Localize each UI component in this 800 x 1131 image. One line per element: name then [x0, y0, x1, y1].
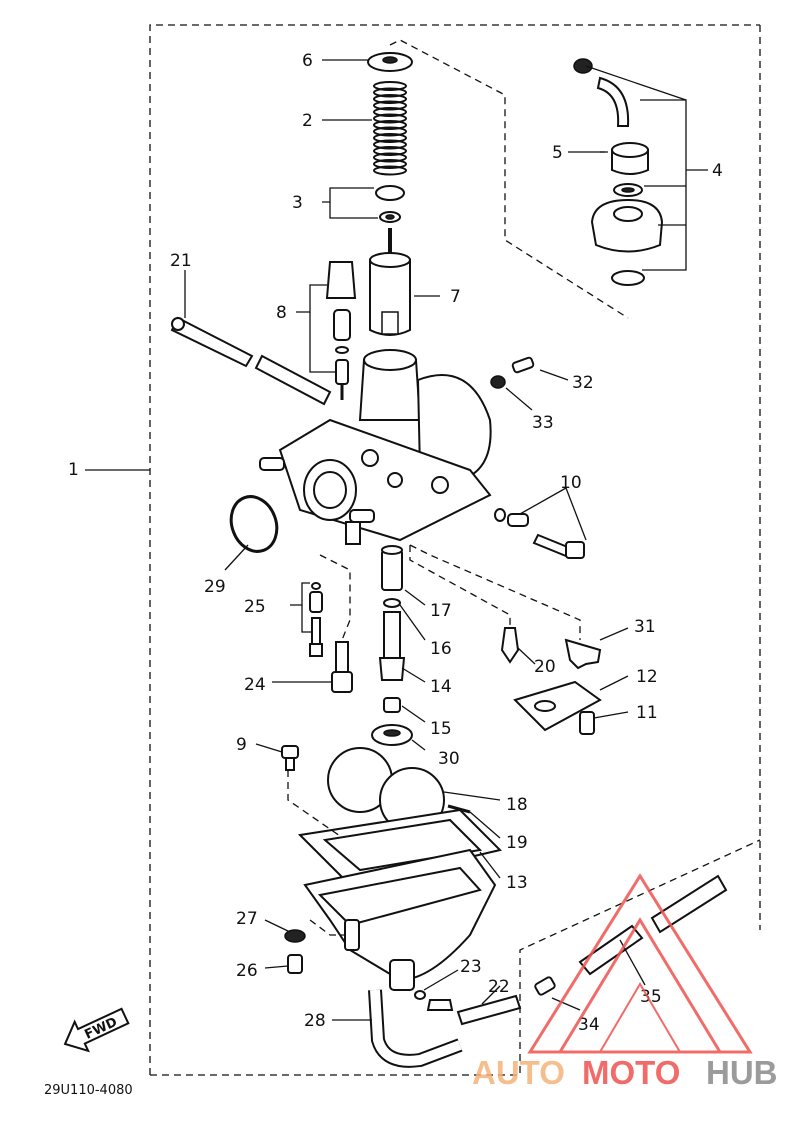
- callout-20: 20: [534, 657, 556, 677]
- part-35-hose: [578, 874, 728, 976]
- callout-8: 8: [276, 303, 287, 323]
- part-6-washer: [367, 52, 413, 72]
- leader-lines: [85, 59, 708, 1021]
- callout-33: 33: [532, 413, 554, 433]
- part-13-gasket: [297, 808, 502, 887]
- callout-13: 13: [506, 873, 528, 893]
- callout-1: 1: [68, 460, 79, 480]
- callout-18: 18: [506, 795, 528, 815]
- part-8-cable-adjuster: [325, 261, 357, 400]
- callout-23: 23: [460, 957, 482, 977]
- part-9-screw: [281, 745, 299, 771]
- watermark-part3: HUB: [706, 1054, 778, 1091]
- callout-22: 22: [488, 977, 510, 997]
- part-31-plate: [564, 638, 602, 670]
- part-14-main-jet-holder: [378, 611, 406, 681]
- part-12-plate: [513, 680, 602, 732]
- callout-4: 4: [712, 161, 723, 181]
- part-7-throttle-valve: [369, 228, 411, 336]
- assembly-paths: [287, 39, 629, 936]
- part-15-main-jet: [383, 697, 401, 713]
- callout-12: 12: [636, 667, 658, 687]
- callout-28: 28: [304, 1011, 326, 1031]
- callout-32: 32: [572, 373, 594, 393]
- callout-16: 16: [430, 639, 452, 659]
- figure-code: 29U110-4080: [44, 1083, 133, 1098]
- callout-27: 27: [236, 909, 258, 929]
- callout-15: 15: [430, 719, 452, 739]
- part-11-screw: [579, 711, 595, 735]
- part-17-needle-jet: [381, 545, 403, 591]
- callout-29: 29: [204, 577, 226, 597]
- part-3-needle-clip: [375, 185, 405, 223]
- part-33-washer: [490, 375, 506, 389]
- callout-34: 34: [578, 1015, 600, 1035]
- callout-26: 26: [236, 961, 258, 981]
- callout-2: 2: [302, 111, 313, 131]
- part-27-washer: [284, 929, 306, 943]
- part-16-o-ring: [383, 598, 401, 608]
- callout-30: 30: [438, 749, 460, 769]
- part-10-pilot-screw: [494, 508, 585, 559]
- part-4-top-cap-assembly: [573, 58, 664, 286]
- fwd-arrow-icon: FWD: [63, 1007, 130, 1053]
- part-2-spring: [373, 81, 407, 176]
- callout-21: 21: [170, 251, 192, 271]
- callout-11: 11: [636, 703, 658, 723]
- callout-24: 24: [244, 675, 266, 695]
- part-29-o-ring: [229, 495, 279, 553]
- carburetor-body: [259, 349, 492, 545]
- automotohub-watermark: AUTO MOTO HUB: [472, 873, 778, 1091]
- callout-25: 25: [244, 597, 266, 617]
- part-19-float-pin: [447, 804, 471, 814]
- callout-6: 6: [302, 51, 313, 71]
- callout-labels: 1 2 3 4 5 6 7 8 9 10 11 12 13 14 15 16 1…: [68, 51, 723, 1035]
- part-20-float-needle: [500, 627, 520, 664]
- watermark-part2: MOTO: [582, 1054, 680, 1091]
- callout-17: 17: [430, 601, 452, 621]
- part-25-idle-screw: [309, 582, 323, 657]
- callout-14: 14: [430, 677, 452, 697]
- callout-5: 5: [552, 143, 563, 163]
- callout-19: 19: [506, 833, 528, 853]
- part-22-screw: [426, 994, 522, 1026]
- part-23-o-ring: [414, 990, 426, 1000]
- callout-9: 9: [236, 735, 247, 755]
- part-34-fitting: [534, 976, 556, 996]
- float-bowl: [303, 848, 497, 991]
- assembly-boundary: [149, 24, 761, 1076]
- callout-10: 10: [560, 473, 582, 493]
- callout-3: 3: [292, 193, 303, 213]
- part-30-washer: [371, 724, 413, 746]
- watermark-triangle-icon: [527, 873, 753, 1054]
- part-26-drain-screw: [287, 954, 303, 974]
- watermark-part1: AUTO: [472, 1054, 565, 1091]
- callout-31: 31: [634, 617, 656, 637]
- part-21-vent-hose: [170, 316, 332, 406]
- part-28-drain-hose: [368, 989, 463, 1068]
- part-24-pilot-jet: [331, 641, 353, 693]
- callout-7: 7: [450, 287, 461, 307]
- part-32-screw: [511, 356, 535, 374]
